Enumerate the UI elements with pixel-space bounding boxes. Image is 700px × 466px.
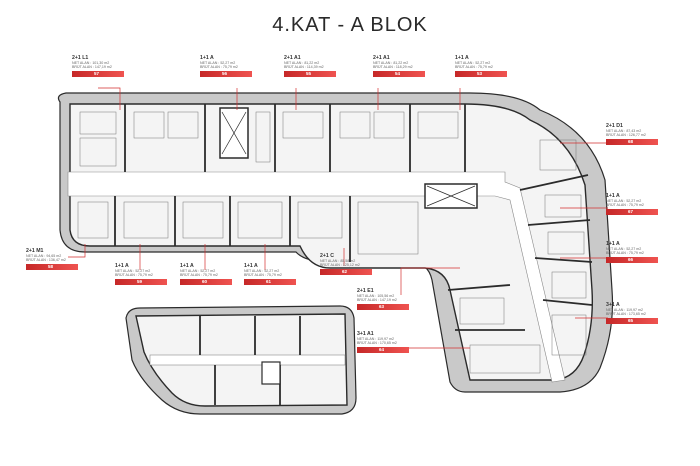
gross-area: 75,79 m2	[137, 273, 153, 278]
unit-number-badge: 68	[606, 138, 658, 145]
net-area: 87,43 m2	[626, 129, 642, 133]
net-area: 119,97 m2	[626, 308, 644, 312]
unit-type: 2+1 A1	[284, 55, 301, 61]
net-area: 52,27 m2	[475, 61, 491, 65]
gross-area: 147,19 m2	[94, 65, 112, 70]
wing-unit-walls	[447, 174, 593, 331]
net-area: 52,27 m2	[220, 61, 236, 65]
unit-label-58[interactable]: 2+1 M1 NET ALAN : 94,65 m2 BRÜT ALAN : 1…	[26, 248, 78, 270]
unit-type: 1+1 A	[115, 263, 129, 269]
unit-type: 3+1 A1	[357, 331, 374, 337]
unit-number-badge: 57	[72, 70, 124, 77]
unit-label-67[interactable]: 1+1 A NET ALAN : 52,27 m2 BRÜT ALAN : 75…	[606, 193, 658, 215]
net-area: 52,27 m2	[264, 269, 280, 273]
unit-label-55[interactable]: 2+1 A1 NET ALAN : 81,22 m2 BRÜT ALAN : 1…	[284, 55, 336, 77]
unit-type: 1+1 A	[200, 55, 214, 61]
gross-area: 147,19 m2	[379, 298, 397, 303]
unit-number-badge: 64	[357, 346, 409, 353]
unit-number-badge: 67	[606, 208, 658, 215]
bottom-unit-walls	[114, 196, 351, 262]
unit-type: 2+1 L1	[72, 55, 89, 61]
core-stairs	[219, 107, 478, 209]
unit-label-66[interactable]: 1+1 A NET ALAN : 52,27 m2 BRÜT ALAN : 75…	[606, 241, 658, 263]
unit-label-59[interactable]: 1+1 A NET ALAN : 52,27 m2 BRÜT ALAN : 75…	[115, 263, 167, 285]
gross-area: 173,65 m2	[628, 312, 646, 317]
net-area: 105,56 m2	[377, 294, 395, 298]
unit-type: 2+1 D1	[606, 123, 623, 129]
unit-number-badge: 53	[455, 70, 507, 77]
net-area: 81,22 m2	[304, 61, 320, 65]
unit-type: 2+1 E1	[357, 288, 374, 294]
unit-label-57[interactable]: 2+1 L1 NET ALAN : 101,30 m2 BRÜT ALAN : …	[72, 55, 124, 77]
unit-number-badge: 59	[115, 278, 167, 285]
net-area: 119,97 m2	[377, 337, 395, 341]
unit-type: 1+1 A	[606, 241, 620, 247]
gross-area: 114,39 m2	[306, 65, 324, 70]
net-area: 52,27 m2	[135, 269, 151, 273]
gross-area: 75,79 m2	[222, 65, 238, 70]
secondary-corridor	[149, 354, 346, 366]
unit-label-65[interactable]: 3+1 A NET ALAN : 119,97 m2 BRÜT ALAN : 1…	[606, 302, 658, 324]
page-title: 4.KAT - A BLOK	[272, 14, 428, 36]
gross-area: 125,12 m2	[342, 263, 360, 268]
unit-label-68[interactable]: 2+1 D1 NET ALAN : 87,43 m2 BRÜT ALAN : 1…	[606, 123, 658, 145]
gross-area: 136,47 m2	[48, 258, 66, 263]
unit-type: 2+1 A1	[373, 55, 390, 61]
secondary-building	[125, 305, 357, 415]
secondary-stairs	[261, 361, 281, 385]
unit-number-badge: 56	[200, 70, 252, 77]
unit-label-54[interactable]: 2+1 A1 NET ALAN : 81,22 m2 BRÜT ALAN : 1…	[373, 55, 425, 77]
gross-area: 75,79 m2	[477, 65, 493, 70]
unit-type: 3+1 A	[606, 302, 620, 308]
unit-label-60[interactable]: 1+1 A NET ALAN : 52,27 m2 BRÜT ALAN : 75…	[180, 263, 232, 285]
room-details	[77, 111, 587, 374]
unit-number-badge: 65	[606, 317, 658, 324]
unit-label-62[interactable]: 2+1 C NET ALAN : 85,58 m2 BRÜT ALAN : 12…	[320, 253, 372, 275]
net-area: 81,22 m2	[393, 61, 409, 65]
gross-area: 75,79 m2	[628, 251, 644, 256]
gross-area: 126,77 m2	[628, 133, 646, 138]
unit-label-53[interactable]: 1+1 A NET ALAN : 52,27 m2 BRÜT ALAN : 75…	[455, 55, 507, 77]
unit-type: 1+1 A	[180, 263, 194, 269]
unit-number-badge: 58	[26, 263, 78, 270]
unit-number-badge: 62	[320, 268, 372, 275]
net-area: 52,27 m2	[626, 199, 642, 203]
unit-label-56[interactable]: 1+1 A NET ALAN : 52,27 m2 BRÜT ALAN : 75…	[200, 55, 252, 77]
gross-area: 75,79 m2	[202, 273, 218, 278]
unit-number-badge: 63	[357, 303, 409, 310]
top-unit-walls	[124, 104, 466, 172]
net-area: 52,27 m2	[200, 269, 216, 273]
main-corridor	[67, 171, 566, 383]
unit-number-badge: 55	[284, 70, 336, 77]
unit-label-63[interactable]: 2+1 E1 NET ALAN : 105,56 m2 BRÜT ALAN : …	[357, 288, 409, 310]
unit-number-badge: 61	[244, 278, 296, 285]
unit-label-64[interactable]: 3+1 A1 NET ALAN : 119,97 m2 BRÜT ALAN : …	[357, 331, 409, 353]
unit-type: 2+1 C	[320, 253, 334, 259]
unit-number-badge: 66	[606, 256, 658, 263]
unit-type: 1+1 A	[606, 193, 620, 199]
unit-type: 1+1 A	[455, 55, 469, 61]
net-area: 85,58 m2	[340, 259, 356, 263]
unit-number-badge: 60	[180, 278, 232, 285]
net-area: 101,30 m2	[92, 61, 110, 65]
unit-label-61[interactable]: 1+1 A NET ALAN : 52,27 m2 BRÜT ALAN : 75…	[244, 263, 296, 285]
net-area: 94,65 m2	[46, 254, 62, 258]
unit-number-badge: 54	[373, 70, 425, 77]
unit-type: 1+1 A	[244, 263, 258, 269]
unit-type: 2+1 M1	[26, 248, 44, 254]
gross-area: 118,29 m2	[395, 65, 413, 70]
main-building	[57, 92, 614, 393]
gross-area: 75,79 m2	[628, 203, 644, 208]
net-area: 52,27 m2	[626, 247, 642, 251]
gross-area: 170,65 m2	[379, 341, 397, 346]
leader-lines	[68, 87, 608, 349]
gross-area: 75,79 m2	[266, 273, 282, 278]
